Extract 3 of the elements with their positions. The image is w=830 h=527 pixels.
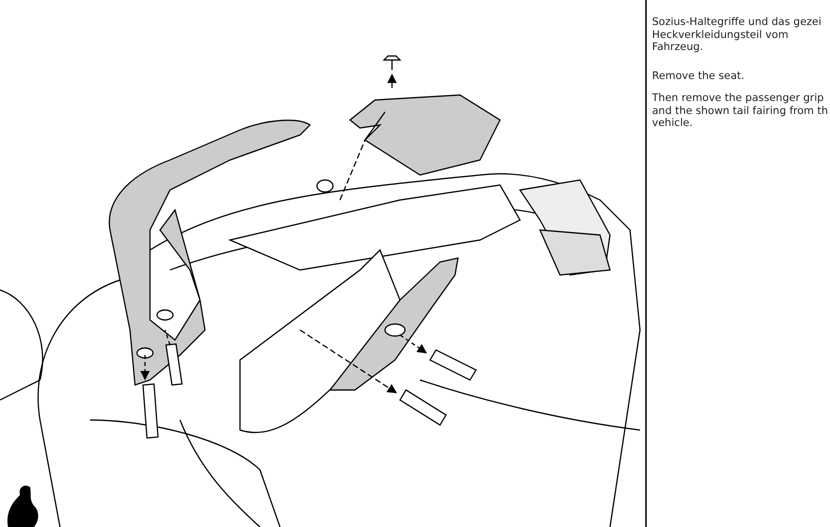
instruction-text: Then remove the passenger grip and the shown tail fairing from th vehicle. <box>652 92 828 130</box>
instruction-text: Sozius-Haltegriffe und das gezei Heckverkleidungsteil vom Fahrzeug. <box>652 16 822 54</box>
instruction-text: Remove the seat. <box>652 70 746 82</box>
